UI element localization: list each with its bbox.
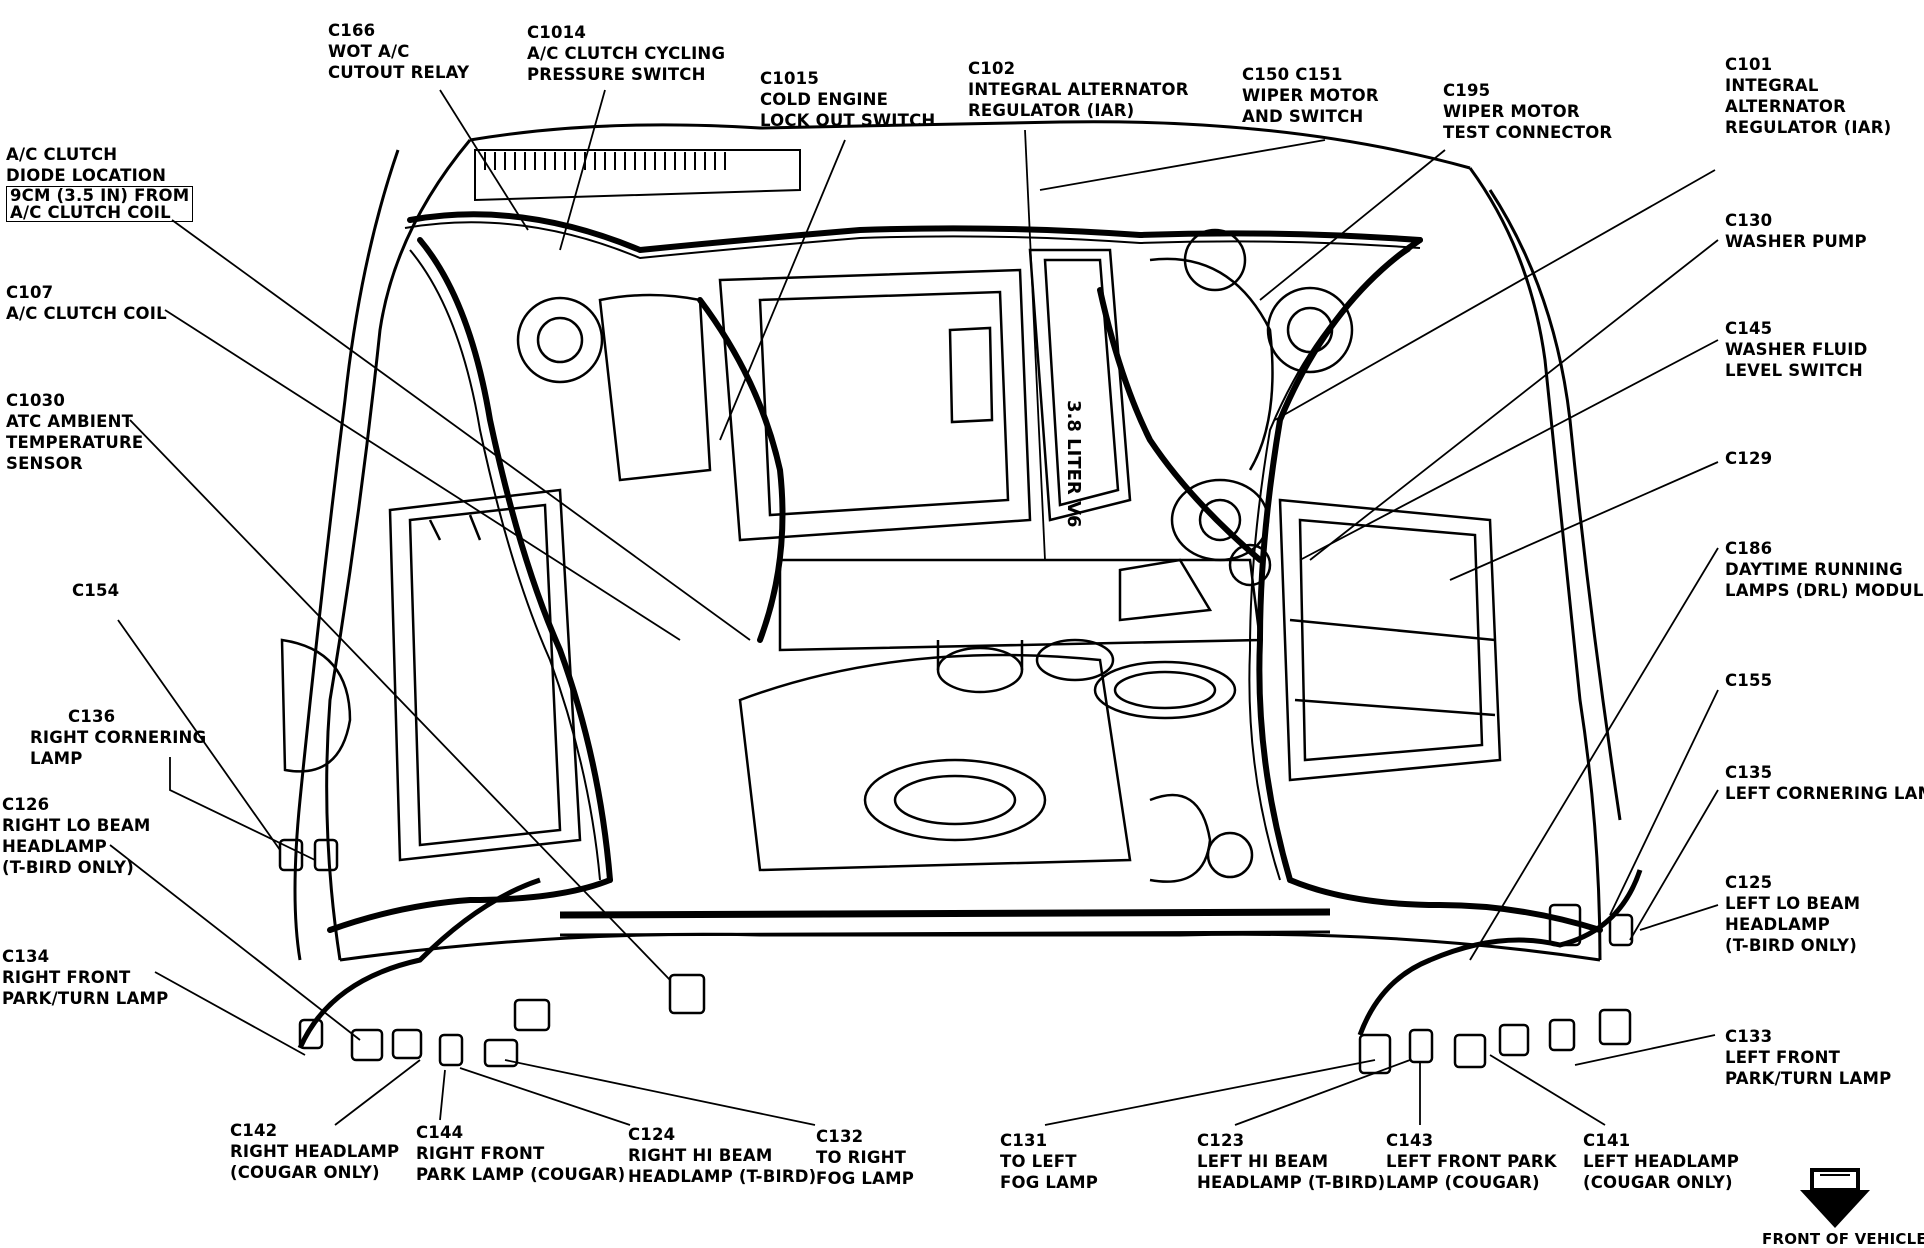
body-outline: [293, 120, 1622, 962]
diode-location-box: 9CM (3.5 IN) FROM A/C CLUTCH COIL: [6, 186, 194, 222]
battery: [388, 488, 582, 862]
label-c129: C129: [1725, 449, 1773, 468]
strut-towers: [516, 228, 1354, 384]
radiator-shroud: [738, 653, 1254, 883]
cowl-grille: [474, 149, 801, 202]
front-lamp-connectors: [278, 838, 1643, 1075]
engine-block-label: 3.8 LITER V6: [1063, 400, 1084, 527]
label-front-of-vehicle: FRONT OF VEHICLE: [1762, 1230, 1924, 1248]
front-of-vehicle-arrow-icon: [1800, 1168, 1870, 1228]
engine-block: [598, 248, 1274, 652]
washer-reservoir: [1228, 498, 1502, 782]
label-c155: C155: [1725, 671, 1773, 690]
right-cornering-lamp: [280, 638, 352, 773]
label-ac-clutch-diode: A/C CLUTCH DIODE LOCATION 9CM (3.5 IN) F…: [6, 144, 194, 223]
leader-lines: [109, 89, 1719, 1126]
label-c154: C154: [72, 581, 120, 600]
